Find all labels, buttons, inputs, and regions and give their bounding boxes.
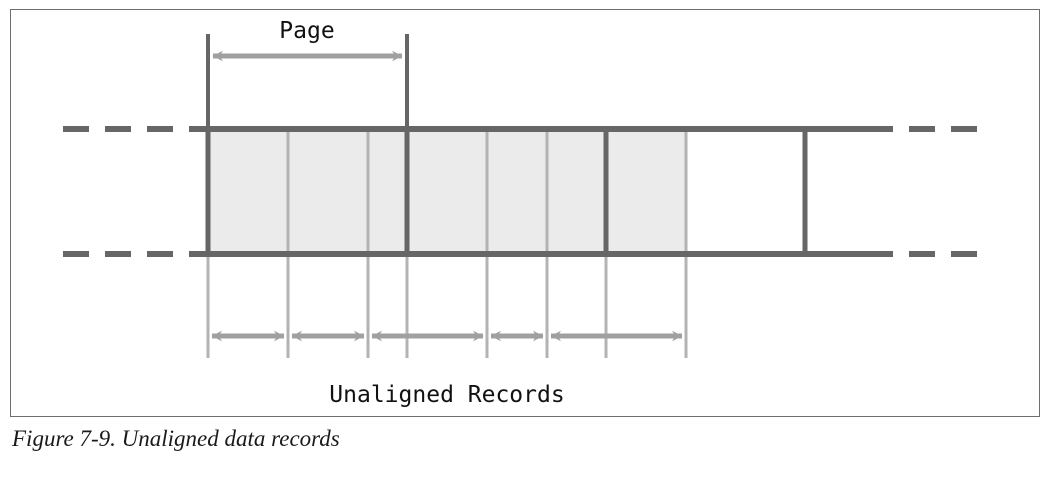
page-label: Page (279, 18, 334, 44)
strip-rails (198, 126, 867, 257)
record-cell (288, 131, 368, 253)
record-cell (208, 131, 288, 253)
page-boundaries-in-strip (205, 129, 808, 255)
record-cell (487, 131, 547, 253)
record-cell (368, 131, 407, 253)
record-cell (606, 131, 686, 253)
figure-frame: Page (10, 9, 1040, 417)
unaligned-records-diagram: Page (63, 18, 989, 408)
record-cell (407, 131, 487, 253)
record-cell (547, 131, 606, 253)
record-cells (208, 131, 807, 253)
figure-caption: Figure 7-9. Unaligned data records (12, 426, 340, 451)
strip-dashed-continuations (63, 126, 989, 257)
unaligned-records-label: Unaligned Records (329, 382, 564, 408)
record-dividers (286, 131, 688, 253)
record-cell-empty (686, 131, 807, 253)
